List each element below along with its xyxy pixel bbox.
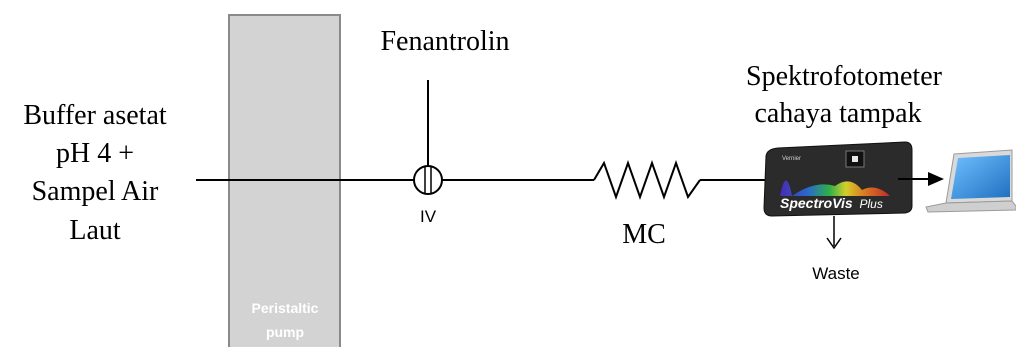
device-brand-name: SpectroVis xyxy=(780,195,853,211)
laptop-icon xyxy=(925,149,1016,213)
coil-zigzag xyxy=(593,159,701,201)
waste-outlet: Waste xyxy=(812,216,860,283)
device-spectrum xyxy=(780,180,890,196)
inlet-label-line-4: Laut xyxy=(69,215,121,246)
output-arrow xyxy=(898,172,944,186)
coil-label: MC xyxy=(622,219,666,250)
inlet-label-line-3: Sampel Air xyxy=(32,176,159,207)
laptop-base xyxy=(925,200,1016,213)
device-brand-suffix: Plus xyxy=(860,197,883,211)
valve-circle xyxy=(413,165,443,195)
device-maker: Vernier xyxy=(782,156,801,162)
pump-label-line-2: pump xyxy=(266,324,304,340)
device-body xyxy=(763,141,913,217)
inlet-label: Buffer asetat pH 4 + Sampel Air Laut xyxy=(23,100,167,246)
laptop-screen xyxy=(951,155,1010,199)
output-arrowhead xyxy=(928,172,944,186)
waste-label: Waste xyxy=(812,264,860,283)
valve-label: IV xyxy=(420,207,437,226)
inlet-label-line-2: pH 4 + xyxy=(56,138,134,169)
pump-label-line-1: Peristaltic xyxy=(252,300,319,316)
waste-arrowhead xyxy=(826,237,842,250)
detector-label-line-1: Spektrofotometer xyxy=(746,61,943,92)
spectrophotometer-device: Vernier SpectroVis Plus xyxy=(763,141,913,217)
reagent-label: Fenantrolin xyxy=(380,26,509,57)
inlet-label-line-1: Buffer asetat xyxy=(23,100,167,131)
injection-valve: IV xyxy=(413,165,443,226)
detector-label-line-2: cahaya tampak xyxy=(754,98,921,129)
device-slot-window xyxy=(852,156,858,162)
device-brand: SpectroVis Plus xyxy=(780,195,883,211)
mixing-coil: MC xyxy=(593,159,701,250)
